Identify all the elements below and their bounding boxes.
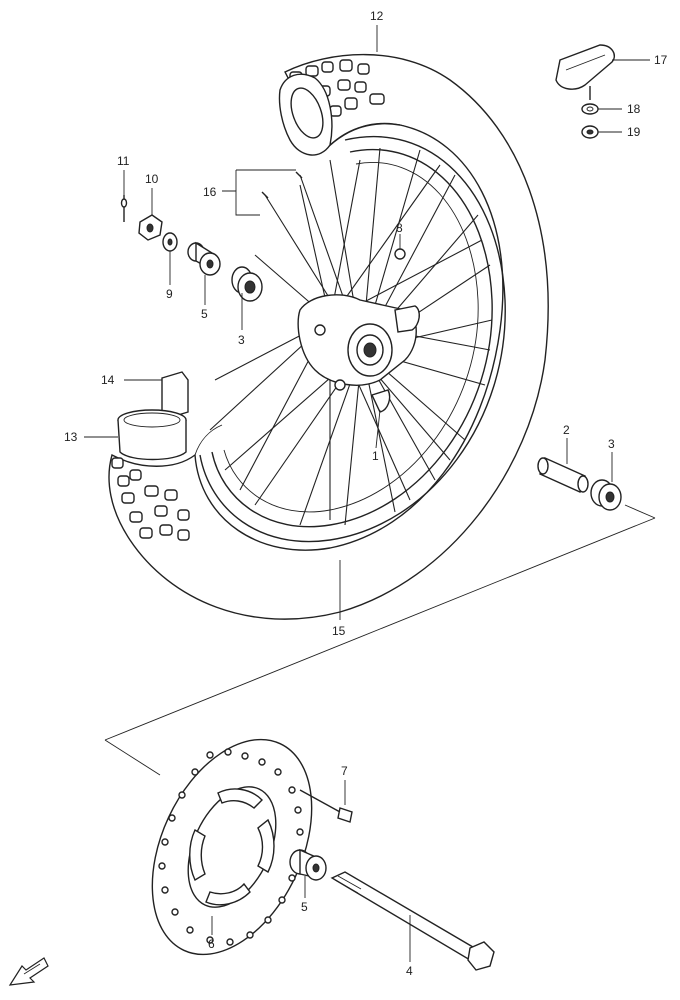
- callout-7: 7: [341, 764, 348, 778]
- callout-4: 4: [406, 964, 413, 978]
- callout-5-upper: 5: [201, 307, 208, 321]
- callout-12: 12: [370, 9, 384, 23]
- callout-1: 1: [372, 449, 379, 463]
- spacer: [537, 457, 589, 493]
- callout-16: 16: [203, 185, 217, 199]
- callout-3-lower: 3: [608, 437, 615, 451]
- rim: [194, 135, 506, 543]
- callout-18: 18: [627, 102, 641, 116]
- tube: [117, 409, 187, 461]
- bearing-upper: [231, 266, 263, 302]
- callout-13: 13: [64, 430, 78, 444]
- callout-10: 10: [145, 172, 159, 186]
- fwd-arrow-icon: [8, 957, 49, 986]
- callout-6: 6: [208, 937, 215, 951]
- washer: [581, 103, 599, 115]
- callout-14: 14: [101, 373, 115, 387]
- disc-holes: [158, 748, 304, 946]
- callout-8: 8: [396, 221, 403, 235]
- callout-15: 15: [332, 624, 346, 638]
- alignment-lines: [104, 504, 656, 776]
- brake-disc: [151, 738, 313, 956]
- hub: [297, 294, 420, 413]
- callout-11: 11: [117, 154, 130, 168]
- collar-lower: [289, 848, 327, 881]
- tread-blocks-bottom: [111, 457, 190, 541]
- callout-9: 9: [166, 287, 173, 301]
- disc-bolt: [299, 789, 353, 823]
- collar-upper: [187, 241, 221, 276]
- valve-cap: [555, 44, 616, 100]
- axle-nut: [138, 214, 163, 241]
- tire: [108, 53, 549, 620]
- callout-2: 2: [563, 423, 570, 437]
- bearing-lower: [590, 479, 622, 511]
- callout-5-lower: 5: [301, 900, 308, 914]
- callouts: 12 17 18 19 11 10 16 8 9 5 3 14 13 1 2 3…: [64, 9, 668, 978]
- cotter-pin: [120, 195, 128, 222]
- leader-lines: [84, 25, 650, 962]
- callout-19: 19: [627, 125, 641, 139]
- callout-17: 17: [654, 53, 668, 67]
- axle: [330, 871, 495, 971]
- callout-3-upper: 3: [238, 333, 245, 347]
- spoke-nipple: [394, 248, 406, 260]
